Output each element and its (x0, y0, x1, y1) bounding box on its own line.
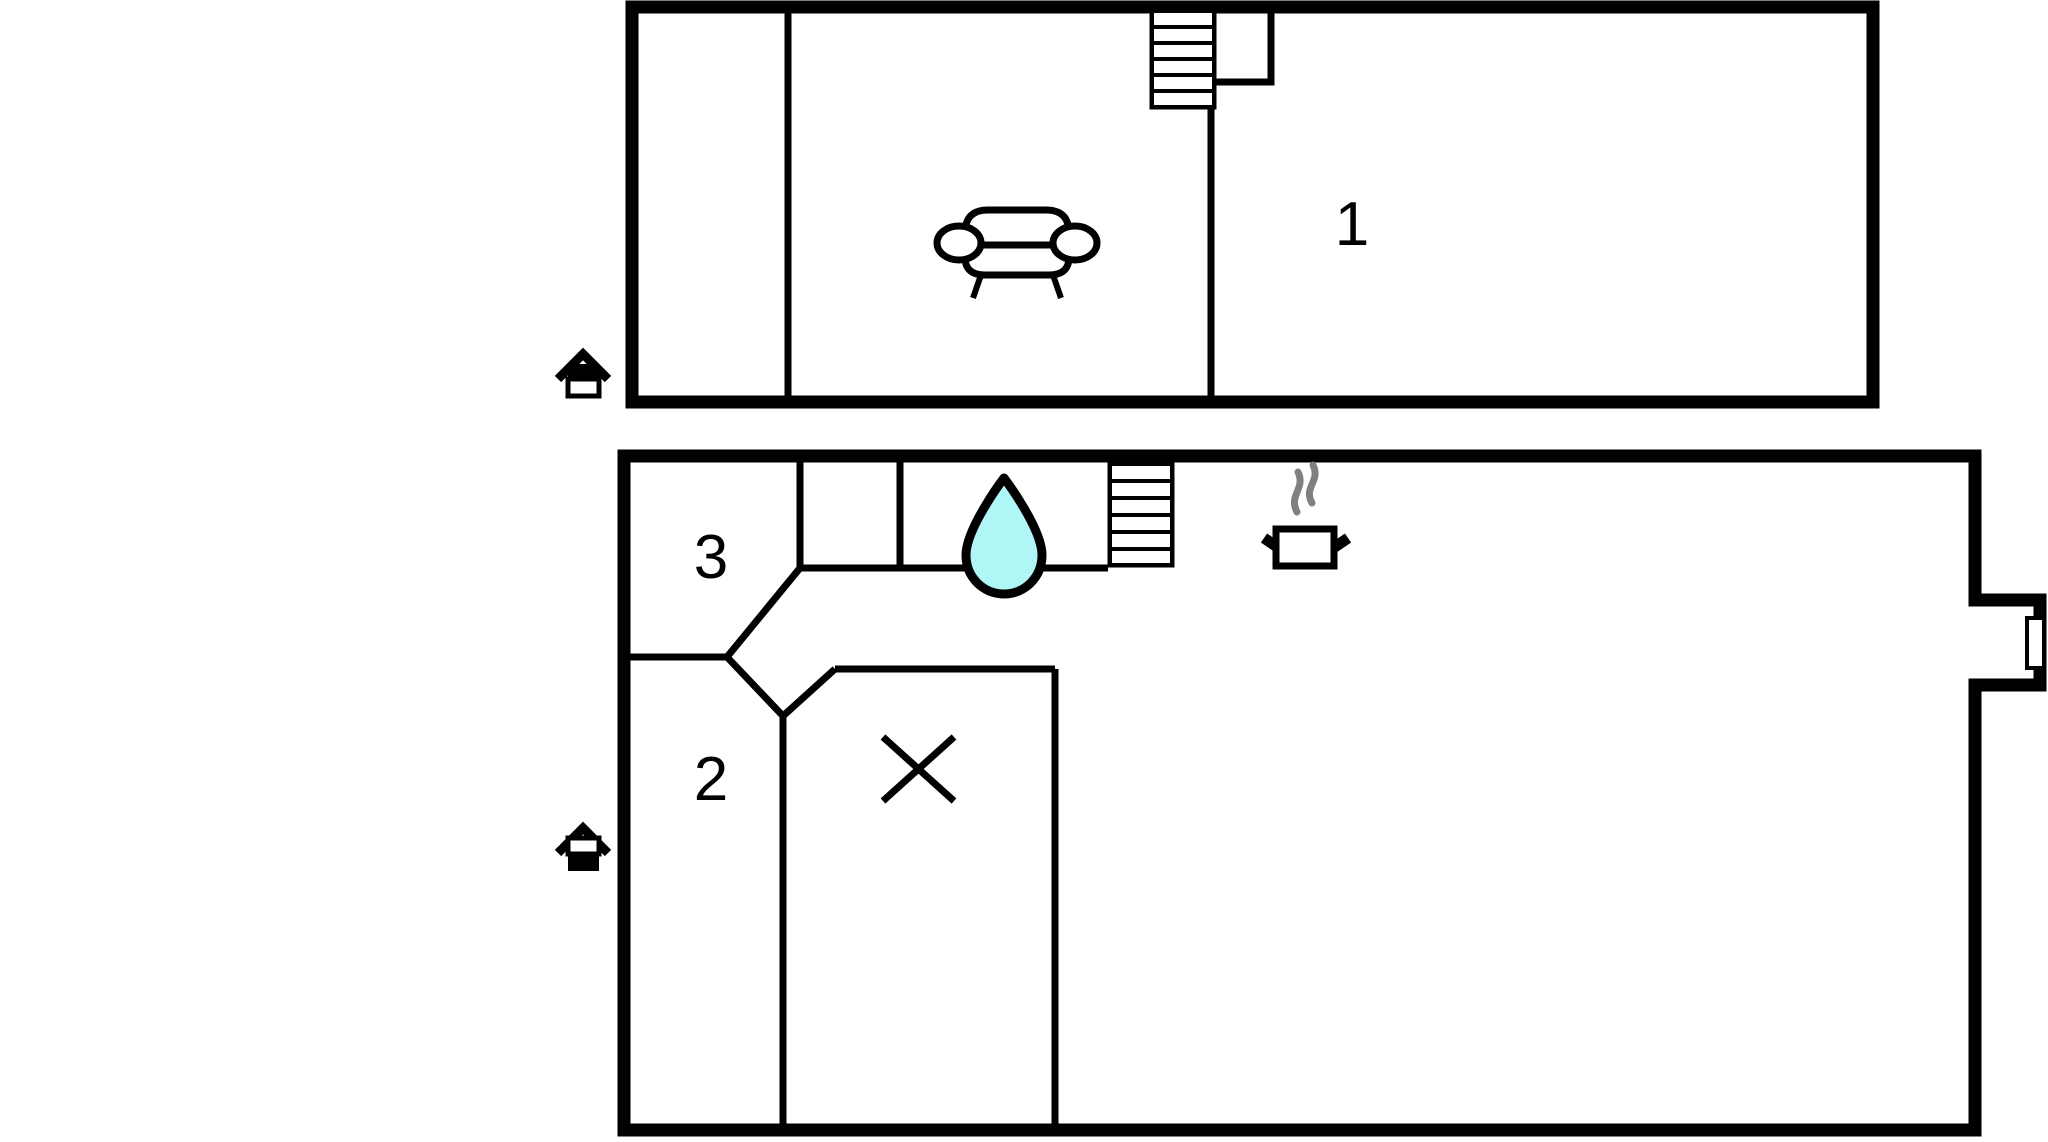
lower-level-group: 3 2 (554, 449, 2047, 1137)
cross-marker-icon (880, 734, 957, 804)
sofa-icon (933, 206, 1101, 299)
upper-level-exterior-wall (625, 0, 1880, 409)
room-label-3: 3 (694, 523, 728, 592)
upper-stair-wall-jog (1211, 7, 1275, 86)
upper-level-group: 1 (554, 0, 1880, 409)
lower-wall-diagonal-lower (724, 654, 786, 719)
upper-staircase-icon (1149, 8, 1217, 110)
lower-staircase-icon (1107, 461, 1175, 568)
lower-wall-diagonal-right (780, 666, 838, 719)
lower-wall-diagonal-upper (724, 565, 803, 660)
room-label-2: 2 (694, 745, 728, 814)
window-icon (2025, 616, 2046, 670)
room-label-1: 1 (1335, 190, 1369, 259)
cooking-pot-icon (1260, 461, 1352, 570)
entrance-icon-upper (554, 347, 612, 399)
water-drop-icon (961, 473, 1047, 599)
lower-level-exterior-wall (617, 449, 2047, 1137)
entrance-icon-lower (554, 821, 612, 871)
